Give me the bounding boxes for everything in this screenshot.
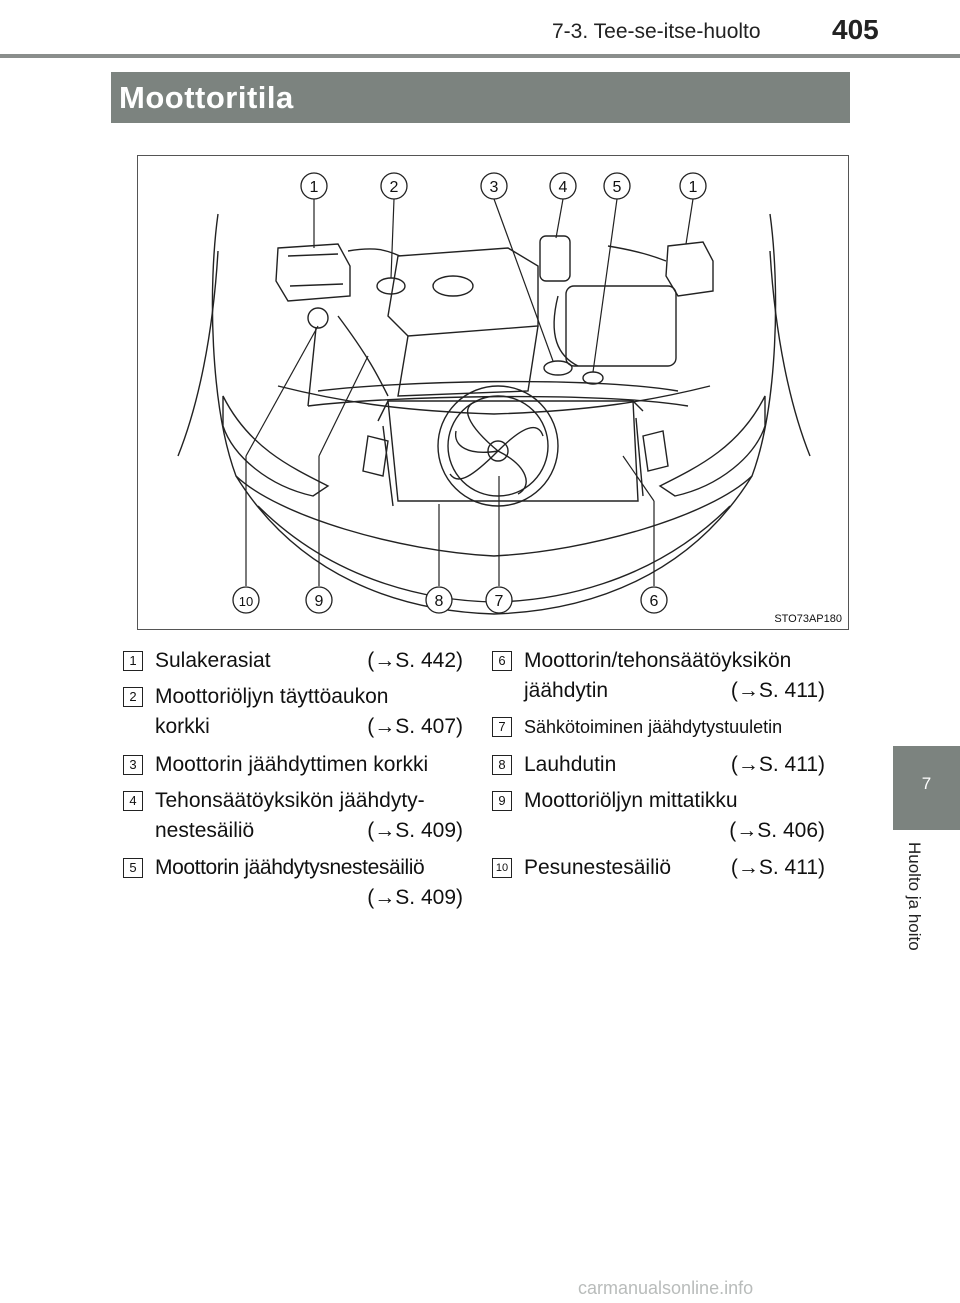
chapter-label: Huolto ja hoito	[905, 842, 924, 951]
legend-page-ref: (→S. 411)	[730, 753, 825, 776]
callout-top-4-label: 4	[559, 179, 568, 196]
legend-page-ref: (→S. 406)	[729, 819, 825, 842]
header-section-title: 7-3. Tee-se-itse-huolto	[552, 20, 761, 43]
chapter-tab[interactable]: 7	[893, 746, 960, 830]
legend-text-line2: nestesäiliö	[155, 819, 255, 842]
legend-page-ref: (→S. 409)	[367, 819, 463, 842]
legend-number: 7	[492, 717, 512, 737]
legend-text: Moottoriöljyn mittatikku	[524, 789, 738, 812]
legend-item-9: 9 Moottoriöljyn mittatikku (→S. 406)	[492, 789, 825, 849]
legend-text: Sähkötoiminen jäähdytystuuletin	[524, 717, 783, 737]
legend-page-ref: (→S. 407)	[367, 715, 463, 738]
legend-number: 6	[492, 651, 512, 671]
legend-number: 8	[492, 755, 512, 775]
legend-item-1: 1 Sulakerasiat (→S. 442)	[123, 649, 463, 679]
figure-code: STO73AP180	[774, 613, 842, 625]
callout-top-3: 3	[480, 172, 508, 200]
callout-top-5-label: 5	[613, 179, 622, 196]
legend-page-ref: (→S. 442)	[367, 649, 463, 672]
callout-top-2: 2	[380, 172, 408, 200]
legend-item-7: 7 Sähkötoiminen jäähdytystuuletin	[492, 715, 832, 745]
legend-page-ref: (→S. 411)	[730, 679, 825, 702]
legend-item-3: 3 Moottorin jäähdyttimen korkki	[123, 753, 463, 783]
watermark: carmanualsonline.info	[578, 1278, 754, 1298]
callout-top-5: 5	[603, 172, 631, 200]
page-number: 405	[832, 14, 879, 45]
callout-bottom-10-label: 10	[239, 594, 253, 609]
callout-bottom-7-label: 7	[495, 593, 504, 610]
callout-bottom-6: 6	[640, 586, 668, 614]
callout-bottom-8-label: 8	[435, 593, 444, 610]
legend-number: 1	[123, 651, 143, 671]
engine-compartment-figure: 1 2 3 4 5 1	[137, 155, 849, 630]
legend-item-8: 8 Lauhdutin (→S. 411)	[492, 753, 825, 783]
callout-bottom-7: 7	[485, 586, 513, 614]
legend-number: 10	[492, 858, 512, 878]
legend-item-4: 4 Tehonsäätöyksikön jäähdyty- nestesäili…	[123, 789, 463, 849]
legend-text: Tehonsäätöyksikön jäähdyty-	[155, 789, 425, 812]
callout-top-1-label: 1	[310, 179, 319, 196]
legend-text: Sulakerasiat	[155, 649, 271, 672]
legend-text: Moottorin/tehonsäätöyksikön	[524, 649, 792, 672]
legend-text-line2: korkki	[155, 715, 210, 738]
callout-bottom-9-label: 9	[315, 593, 324, 610]
legend-number: 5	[123, 858, 143, 878]
legend-number: 4	[123, 791, 143, 811]
callout-top-3-label: 3	[490, 179, 499, 196]
callout-bottom-6-label: 6	[650, 593, 659, 610]
legend-text: Pesunestesäiliö	[524, 856, 672, 879]
engine-illustration: 1 2 3 4 5 1	[177, 172, 811, 615]
callout-top-1: 1	[300, 172, 328, 200]
legend-number: 9	[492, 791, 512, 811]
legend-number: 2	[123, 687, 143, 707]
legend-item-5: 5 Moottorin jäähdytysnestesäiliö (→S. 40…	[123, 856, 463, 916]
callout-bottom-10: 10	[232, 586, 260, 614]
legend-text-line2: jäähdytin	[524, 679, 609, 702]
legend-item-2: 2 Moottoriöljyn täyttöaukon korkki (→S. …	[123, 685, 463, 745]
legend-item-6: 6 Moottorin/tehonsäätöyksikön jäähdytin …	[492, 649, 825, 709]
callout-top-2-label: 2	[390, 179, 399, 196]
legend-number: 3	[123, 755, 143, 775]
callout-bottom-9: 9	[305, 586, 333, 614]
legend-page-ref: (→S. 411)	[730, 856, 825, 879]
legend-text: Lauhdutin	[524, 753, 617, 776]
legend-page-ref: (→S. 409)	[367, 886, 463, 909]
legend-item-10: 10 Pesunestesäiliö (→S. 411)	[492, 856, 825, 886]
section-title: Moottoritila	[111, 72, 850, 123]
callout-bottom-8: 8	[425, 586, 453, 614]
legend-text: Moottorin jäähdyttimen korkki	[155, 753, 429, 776]
callout-top-6: 1	[679, 172, 707, 200]
header-rule	[0, 54, 960, 58]
legend-text: Moottorin jäähdytysnestesäiliö	[155, 856, 425, 879]
legend-text: Moottoriöljyn täyttöaukon	[155, 685, 389, 708]
callout-top-4: 4	[549, 172, 577, 200]
callout-top-6-label: 1	[689, 179, 698, 196]
